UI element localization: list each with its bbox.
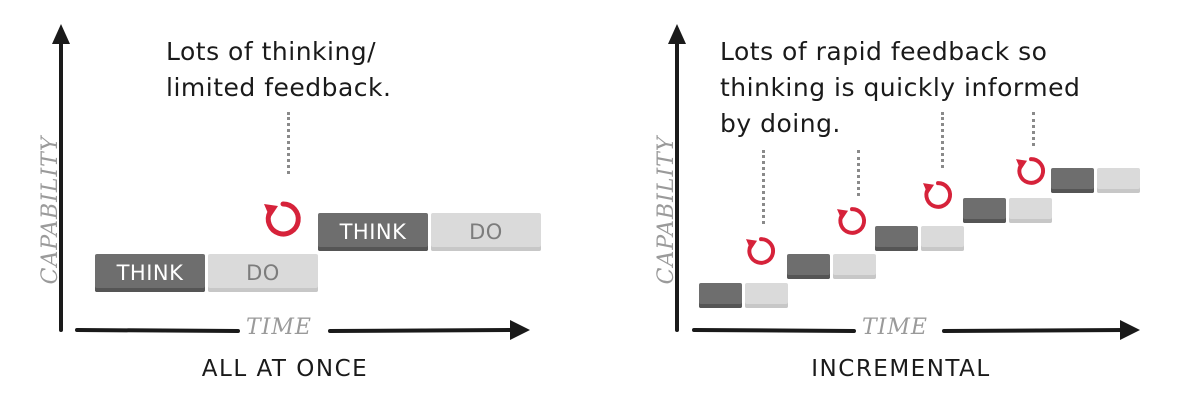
- think-block: [963, 198, 1006, 223]
- do-block: [833, 254, 876, 279]
- think-block: THINK: [95, 254, 205, 292]
- feedback-cycle-icon: [1016, 157, 1045, 185]
- think-block: [787, 254, 830, 279]
- x-axis-line-left: [692, 328, 856, 333]
- feedback-cycle-icon: [746, 237, 775, 265]
- dotted-leader: [857, 150, 860, 196]
- dotted-leader: [941, 112, 944, 168]
- annotation-line: limited feedback.: [166, 73, 392, 102]
- annotation-line: by doing.: [720, 109, 841, 138]
- dotted-leader: [762, 150, 765, 224]
- annotation-line: Lots of rapid feedback so: [720, 37, 1048, 66]
- think-block: [875, 226, 918, 251]
- x-axis-arrow-icon: [1120, 320, 1140, 340]
- do-block: [1009, 198, 1052, 223]
- feedback-cycle-icon: [923, 181, 952, 209]
- think-block: [1051, 168, 1094, 193]
- dotted-leader: [1032, 112, 1035, 146]
- do-block: [1097, 168, 1140, 193]
- right-axes: [668, 24, 1140, 340]
- x-axis-label: TIME: [862, 315, 928, 340]
- y-axis-label: CAPABILITY: [38, 135, 63, 285]
- caption: INCREMENTAL: [811, 356, 991, 382]
- do-block: [921, 226, 964, 251]
- annotation-line: thinking is quickly informed: [720, 73, 1081, 102]
- x-axis-line-right: [942, 328, 1128, 333]
- do-block: [745, 283, 788, 308]
- do-block: DO: [431, 213, 541, 251]
- y-axis-label: CAPABILITY: [654, 135, 679, 285]
- x-axis-line-right: [328, 328, 517, 333]
- think-block: [699, 283, 742, 308]
- annotation-line: Lots of thinking/: [166, 37, 377, 66]
- left-axes: [52, 24, 530, 340]
- all-at-once-panel: CAPABILITY TIME ALL AT ONCE Lots of thin…: [38, 24, 541, 382]
- do-block: DO: [208, 254, 318, 292]
- incremental-panel: CAPABILITY TIME INCREMENTAL Lots of rapi…: [594, 0, 1188, 411]
- caption: ALL AT ONCE: [201, 356, 369, 382]
- x-axis-line-left: [75, 328, 240, 333]
- y-axis-arrow-icon: [668, 24, 686, 44]
- x-axis-arrow-icon: [510, 320, 530, 340]
- annotation: Lots of rapid feedback so thinking is qu…: [720, 34, 1080, 142]
- x-axis-label: TIME: [246, 315, 312, 340]
- feedback-cycle-icon: [837, 207, 866, 235]
- feedback-cycle-icon: [264, 201, 301, 237]
- annotation: Lots of thinking/ limited feedback.: [166, 34, 391, 106]
- dotted-leader: [287, 112, 290, 174]
- think-block: THINK: [318, 213, 428, 251]
- y-axis-arrow-icon: [52, 24, 70, 44]
